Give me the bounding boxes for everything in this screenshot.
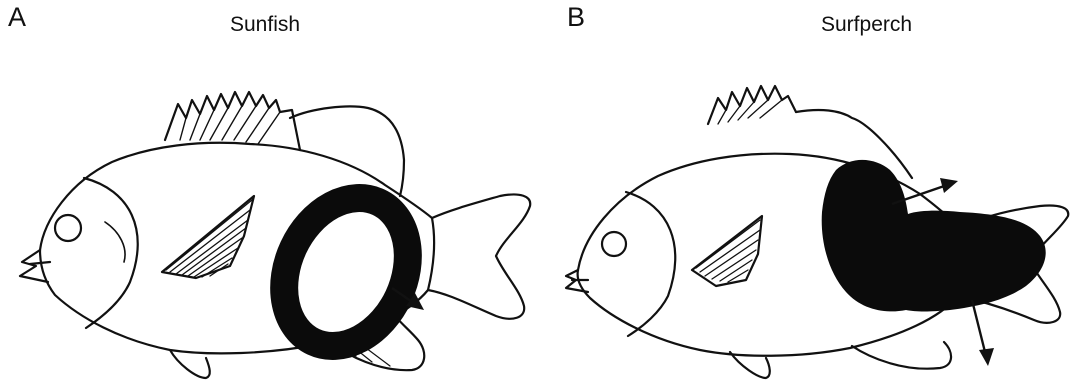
sunfish-dorsal-rays: [180, 106, 280, 144]
sunfish-operculum: [84, 178, 138, 328]
panel-sunfish: A Sunfish: [0, 0, 540, 389]
surfperch-figure: [540, 0, 1075, 389]
sunfish-pectoral-fin: [162, 196, 254, 278]
surfperch-jet-arrow-lower: [972, 300, 994, 366]
sunfish-vortex-ring: [261, 178, 431, 367]
surfperch-eye: [602, 232, 626, 256]
panel-label-b: B: [567, 4, 585, 31]
sunfish-pelvic-fin: [170, 350, 210, 378]
panel-title-surfperch: Surfperch: [821, 14, 912, 35]
surfperch-vortex-pair: [822, 160, 1046, 312]
surfperch-anal-fin: [852, 342, 951, 369]
sunfish-figure: [0, 0, 540, 389]
panel-surfperch: B Surfperch: [540, 0, 1075, 389]
sunfish-caudal-fin: [428, 194, 530, 318]
panel-title-sunfish: Sunfish: [230, 14, 300, 35]
surfperch-operculum: [626, 192, 675, 336]
surfperch-pectoral-fin: [692, 216, 762, 286]
panel-label-a: A: [8, 4, 26, 31]
sunfish-eye: [55, 215, 81, 241]
